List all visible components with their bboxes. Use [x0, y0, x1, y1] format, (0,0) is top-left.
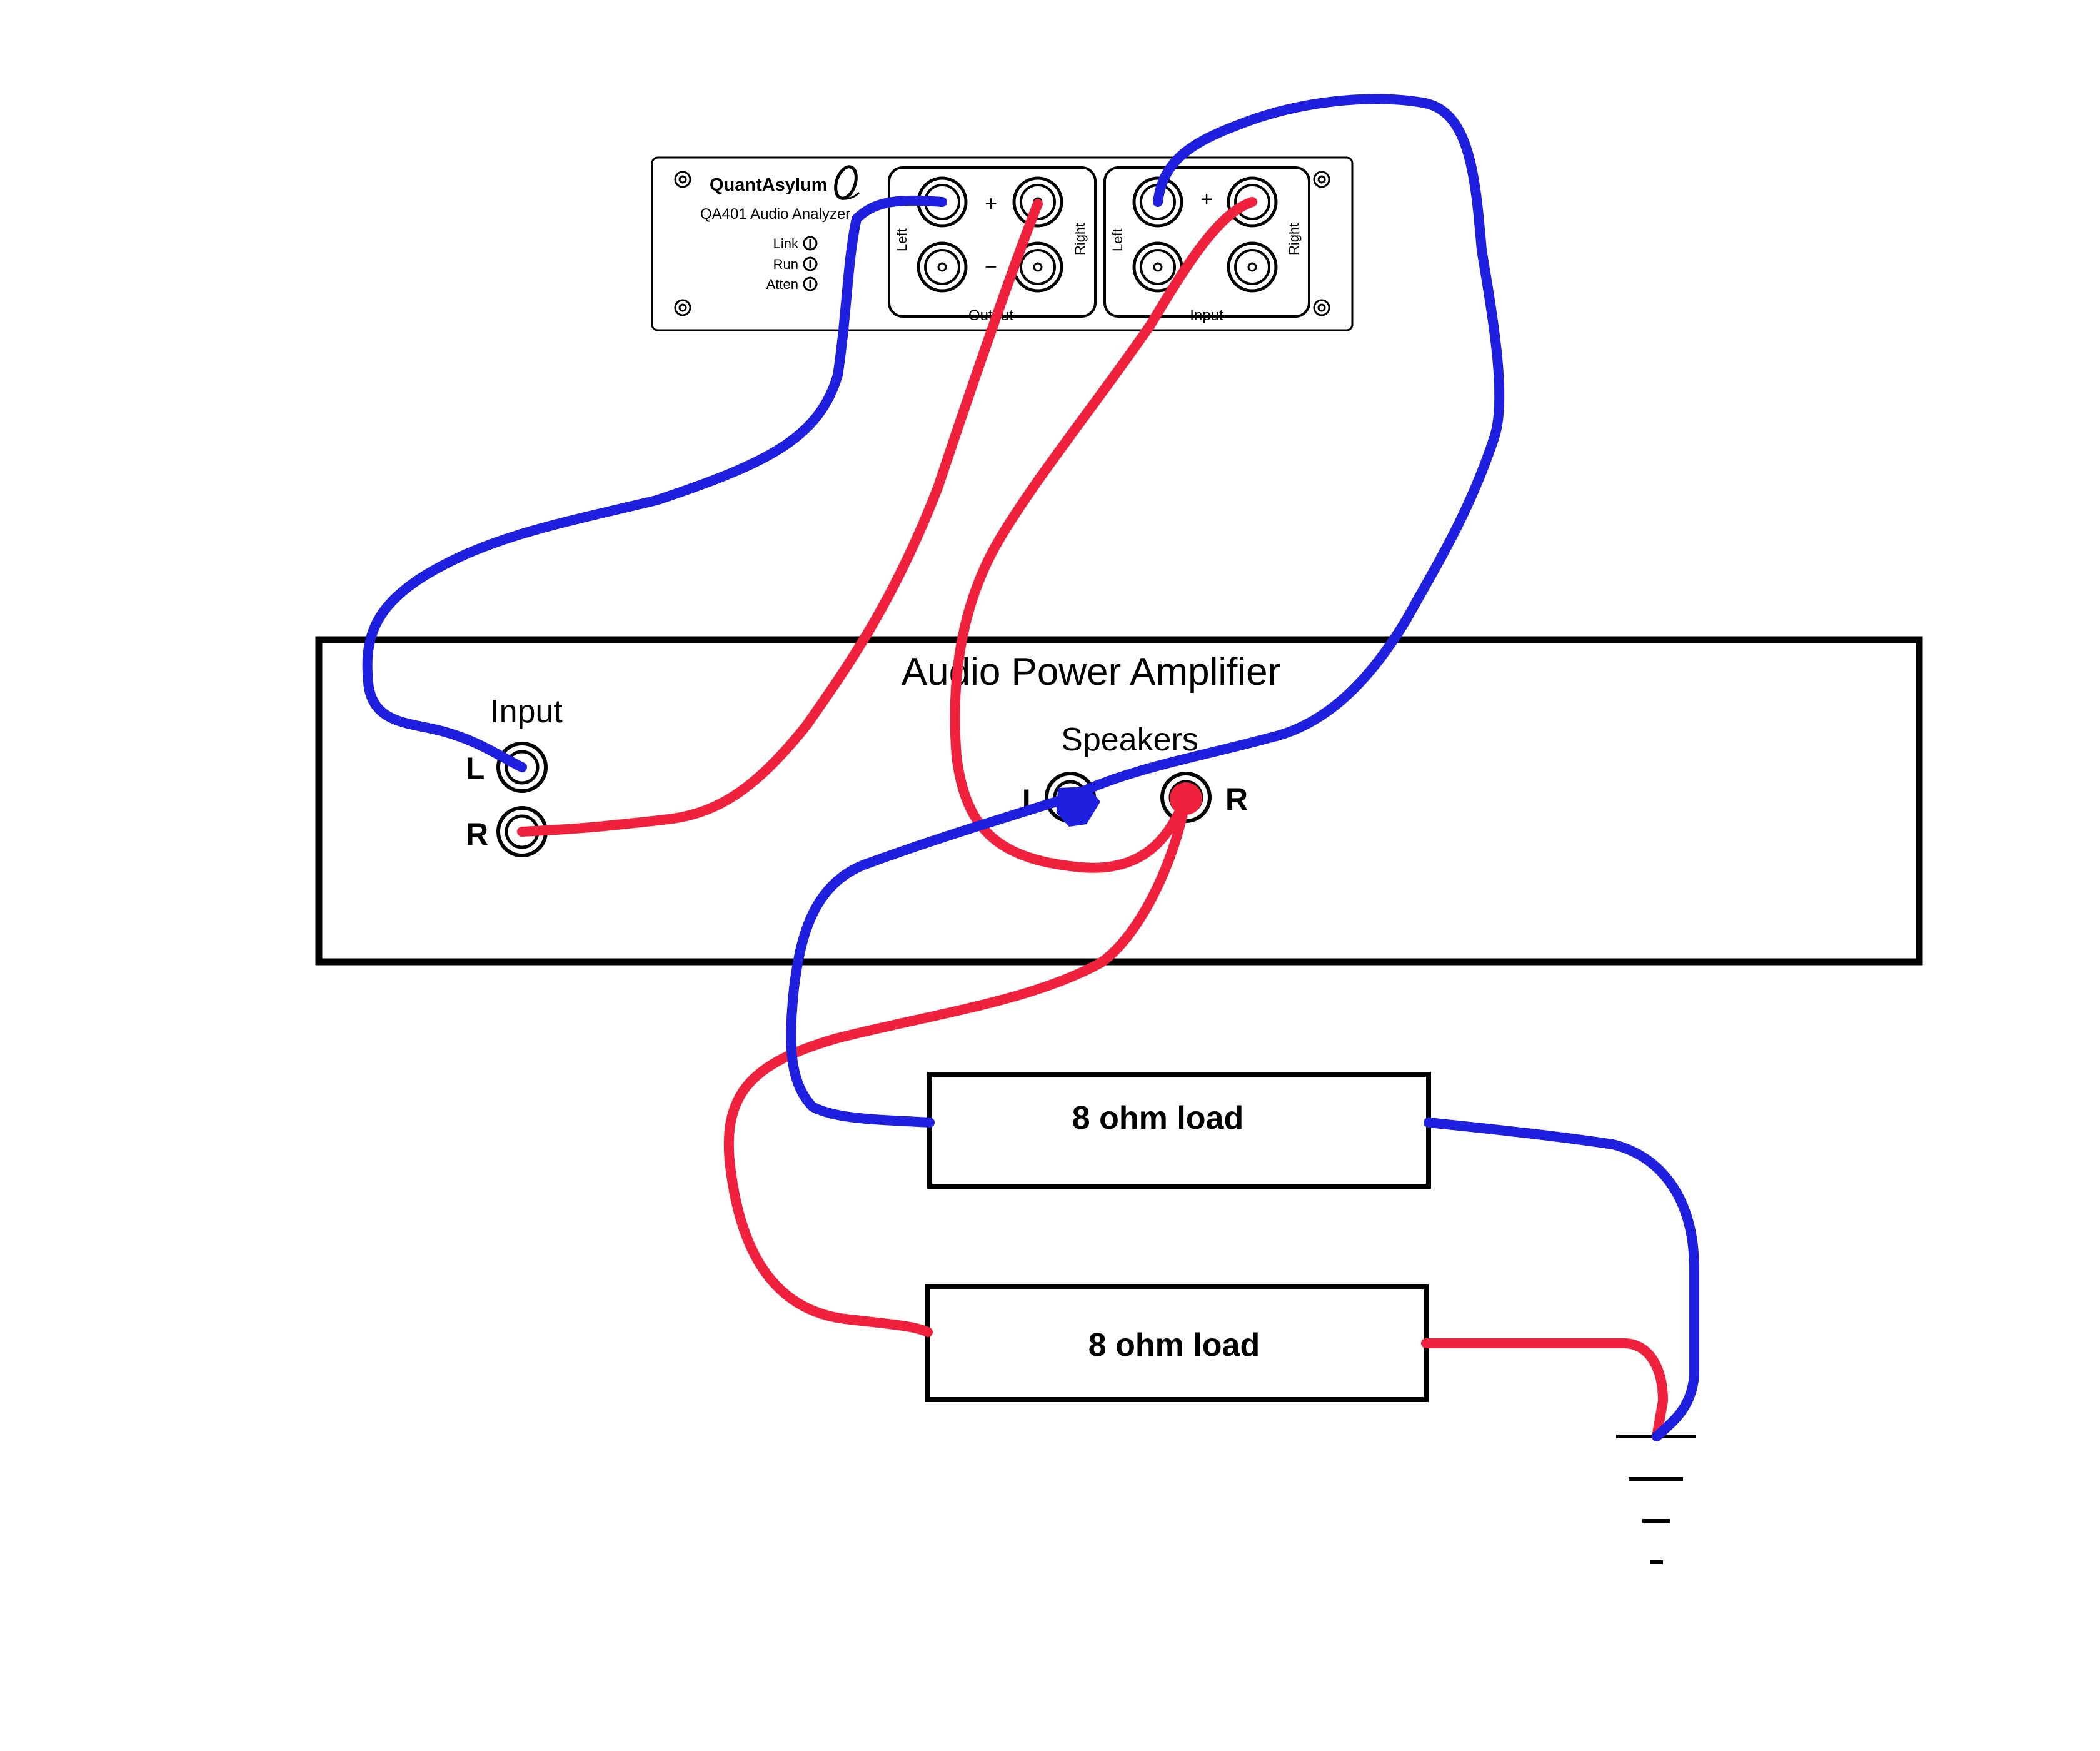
output-right-label: Right — [1072, 223, 1088, 255]
wire-blue-output-left-to-amp-input-left — [362, 195, 947, 772]
analyzer-model: QA401 Audio Analyzer — [700, 206, 850, 223]
wire-red-load-2-to-ground — [1421, 1338, 1668, 1441]
load-label: 8 ohm load — [1088, 1327, 1260, 1363]
indicator-led-icon — [803, 236, 818, 291]
ground-symbol-icon — [1616, 1435, 1696, 1564]
wire-blue-load-1-to-ground — [1424, 1118, 1699, 1441]
analyzer-brand: QuantAsylum — [710, 175, 828, 195]
screw-icon — [674, 171, 1330, 316]
indicator-list: Link Run Atten — [766, 236, 818, 292]
indicator-run-label: Run — [773, 256, 798, 272]
quantasylum-logo-icon — [834, 165, 860, 200]
wire-red-output-right-to-amp-input-right — [517, 199, 1043, 837]
output-minus-label: − — [985, 255, 997, 279]
bnc-jack-icon[interactable] — [917, 176, 1063, 293]
wire-red-analyzer-input-right-to-speaker-right — [950, 197, 1257, 873]
output-plus-label: + — [985, 192, 997, 216]
amplifier-speakers-label: Speakers — [1061, 722, 1198, 758]
speakers-right-label: R — [1225, 782, 1248, 817]
amplifier-input-left-label: L — [466, 751, 485, 786]
wire-blue-speaker-left-to-load-1 — [786, 792, 1075, 1128]
indicator-atten-label: Atten — [766, 276, 798, 292]
output-left-label: Left — [894, 228, 910, 251]
wire-blue-analyzer-input-left-to-speaker-left — [1065, 94, 1505, 802]
audio-power-amplifier: Audio Power Amplifier Input L R Speakers… — [315, 636, 1923, 966]
wire-red-speaker-right-to-load-2 — [723, 792, 1191, 1337]
speaker-left-connection-dot — [1057, 787, 1100, 827]
analyzer-output-group: Left Right + − Output — [888, 166, 1097, 324]
indicator-link-label: Link — [773, 236, 799, 251]
amplifier-title: Audio Power Amplifier — [902, 650, 1281, 694]
load-label: 8 ohm load — [1072, 1100, 1243, 1136]
load-box — [927, 1072, 1431, 1189]
load-resistor-1: 8 ohm load — [927, 1072, 1431, 1189]
blue-wires — [362, 94, 1699, 1441]
input-left-label: Left — [1110, 228, 1125, 251]
amplifier-box — [315, 636, 1923, 966]
input-right-label: Right — [1286, 223, 1302, 255]
amplifier-input-right-label: R — [466, 817, 488, 852]
amplifier-input-label: Input — [490, 694, 563, 730]
input-group-label: Input — [1190, 307, 1223, 324]
load-box — [925, 1284, 1429, 1402]
speaker-right-connection-dot — [1170, 782, 1202, 815]
load-resistor-2: 8 ohm load — [925, 1284, 1429, 1402]
red-wires — [517, 197, 1668, 1441]
input-plus-label: + — [1200, 188, 1213, 211]
